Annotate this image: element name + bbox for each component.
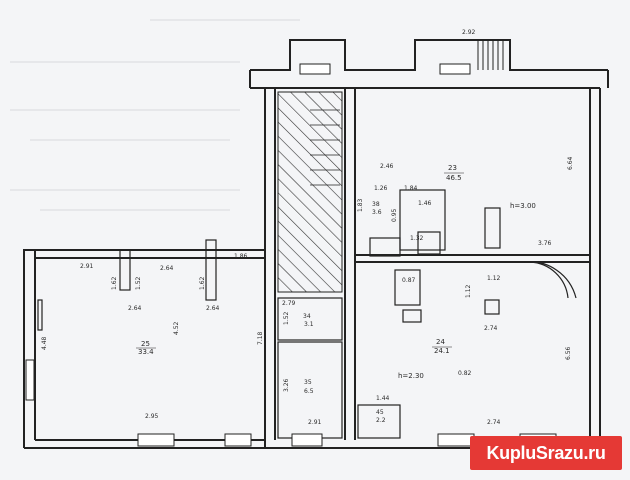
dim-top-right-side: 6.64 <box>567 156 574 170</box>
dim-mid-b: 1.52 <box>283 311 290 325</box>
dim-top-right: 2.92 <box>462 29 476 36</box>
dim-left-top-a: 2.91 <box>80 263 94 270</box>
dim-left-top-b: 2.64 <box>160 265 174 272</box>
dim-pillar-b: 1.52 <box>135 276 142 290</box>
dim-center-b: 2.74 <box>484 325 498 332</box>
staircase-hatch <box>277 91 343 293</box>
dim-lower-small: 1.44 <box>376 395 390 402</box>
dim-lower-right-side: 6.56 <box>565 346 572 360</box>
dim-pillar-a: 1.62 <box>111 276 118 290</box>
room-25-num: 25 <box>141 340 150 348</box>
dim-center-c: 1.12 <box>487 275 501 282</box>
inner-rooms <box>277 189 577 439</box>
room-35-num: 35 <box>304 379 312 386</box>
dim-mid-d: 2.91 <box>308 419 322 426</box>
dim-small-e: 1.46 <box>418 200 432 207</box>
room-38-num: 38 <box>372 201 380 208</box>
dim-left-side: 4.48 <box>41 336 48 350</box>
dim-lower-right-bottom: 2.74 <box>487 419 501 426</box>
room-38-area: 3.6 <box>372 209 382 216</box>
room-23-num: 23 <box>448 164 457 172</box>
room-35-area: 6.5 <box>304 388 314 395</box>
room-45-num: 45 <box>376 409 384 416</box>
dim-pillar-d: 2.64 <box>206 305 220 312</box>
staircase-steps <box>310 109 340 186</box>
dim-small-b: 1.83 <box>357 198 364 212</box>
room-23-area: 46.5 <box>446 174 462 182</box>
room-34-num: 34 <box>303 313 311 320</box>
dim-pillar-e: 1.62 <box>199 276 206 290</box>
pillars <box>37 239 217 331</box>
dim-pillar-c: 2.64 <box>128 305 142 312</box>
dim-stair-w: 2.46 <box>380 163 394 170</box>
watermark-logo: KupluSrazu.ru <box>470 436 622 470</box>
room-24-num: 24 <box>436 338 445 346</box>
dimension-labels: 2.92 2.91 2.64 1.86 2.95 4.48 4.52 7.18 … <box>41 29 574 426</box>
dim-left-side3: 7.18 <box>257 331 264 345</box>
height-upper: h=3.00 <box>510 202 536 210</box>
room-34-area: 3.1 <box>304 321 314 328</box>
dim-small-f: 1.32 <box>410 235 424 242</box>
height-lower: h=2.30 <box>398 372 424 380</box>
dim-small-a: 1.26 <box>374 185 388 192</box>
dim-small-d: 0.95 <box>391 208 398 222</box>
dim-left-side2: 4.52 <box>173 321 180 335</box>
room-24-area: 24.1 <box>434 347 450 355</box>
dim-door-c: 1.12 <box>465 284 472 298</box>
dim-left-bottom: 2.95 <box>145 413 159 420</box>
room-45-area: 2.2 <box>376 417 386 424</box>
dim-mid-a: 2.79 <box>282 300 296 307</box>
dim-mid-c: 3.26 <box>283 378 290 392</box>
dim-door-b: 0.87 <box>402 277 416 284</box>
room-labels: 25 33.4 23 46.5 24 24.1 34 3.1 35 6.5 38… <box>136 164 536 424</box>
dim-center-a: 0.82 <box>458 370 472 377</box>
exterior-stair <box>477 40 504 70</box>
dim-door-a: 3.76 <box>538 240 552 247</box>
background-faint-lines <box>10 19 300 211</box>
dim-left-top-c: 1.86 <box>234 253 248 260</box>
room-25-area: 33.4 <box>138 348 154 356</box>
watermark-text: KupluSrazu.ru <box>486 442 606 463</box>
dim-small-c: 1.84 <box>404 185 418 192</box>
